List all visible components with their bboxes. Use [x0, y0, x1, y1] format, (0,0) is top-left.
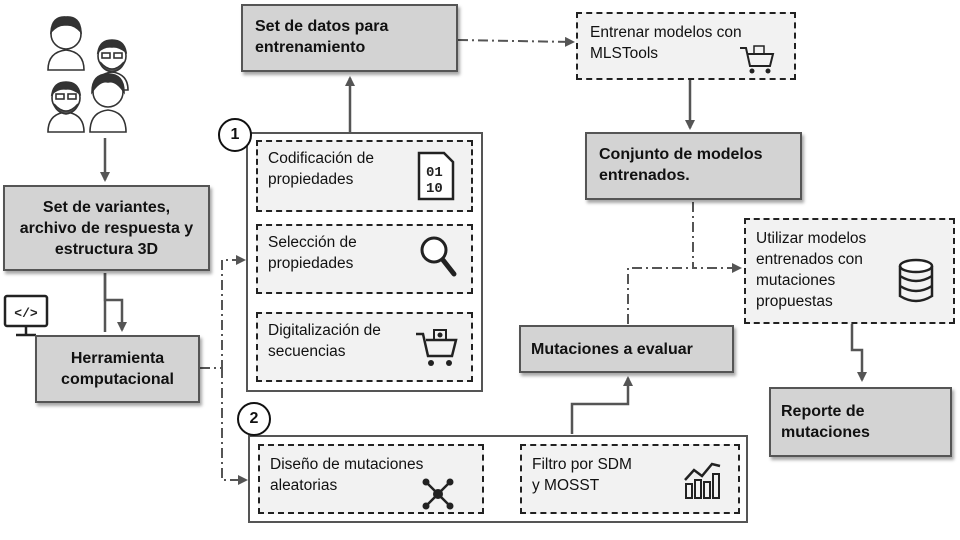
train-node: Entrenar modelos con MLSTools — [576, 12, 796, 80]
tool-label: Herramienta computacional — [61, 350, 174, 388]
code-monitor-icon: </> — [2, 293, 50, 339]
magnifier-icon — [420, 236, 457, 277]
tool-node: Herramienta computacional — [35, 335, 200, 403]
database-icon — [898, 258, 934, 303]
variants-label: Set de variantes, archivo de respuesta y… — [19, 198, 194, 258]
cart-icon — [740, 45, 775, 74]
dataset-label: Set de datos para entrenamiento — [255, 18, 389, 56]
trained-models-node: Conjunto de modelos entrenados. — [585, 132, 802, 200]
people-icon — [40, 8, 135, 138]
filter-node: Filtro por SDM y MOSST — [520, 444, 740, 514]
encoding-label: Codificación de propiedades — [268, 150, 374, 188]
binary-file-icon: 01 10 — [417, 151, 455, 201]
train-label: Entrenar modelos con MLSTools — [590, 24, 742, 62]
trained-models-label: Conjunto de modelos entrenados. — [599, 146, 763, 184]
selection-node: Selección de propiedades — [256, 224, 473, 294]
encoding-node: Codificación de propiedades 01 10 — [256, 140, 473, 212]
dataset-node: Set de datos para entrenamiento — [241, 4, 458, 72]
svg-text:01: 01 — [426, 165, 443, 181]
svg-text:10: 10 — [426, 181, 443, 197]
digitalization-label: Digitalización de secuencias — [268, 322, 381, 360]
filter-label: Filtro por SDM y MOSST — [532, 456, 632, 494]
use-models-node: Utilizar modelos entrenados con mutacion… — [744, 218, 955, 324]
report-node: Reporte de mutaciones — [769, 387, 952, 457]
bar-chart-icon — [684, 462, 721, 499]
variants-node: Set de variantes, archivo de respuesta y… — [3, 185, 210, 271]
report-label: Reporte de mutaciones — [781, 403, 870, 441]
use-models-label: Utilizar modelos entrenados con mutacion… — [756, 230, 867, 310]
cart-icon — [416, 329, 458, 366]
design-label: Diseño de mutaciones aleatorias — [270, 456, 424, 494]
network-icon — [422, 478, 454, 510]
svg-text:</>: </> — [14, 306, 38, 321]
step-number-1: 1 — [218, 118, 252, 152]
mutations-eval-label: Mutaciones a evaluar — [531, 341, 693, 358]
mutations-eval-node: Mutaciones a evaluar — [519, 325, 734, 373]
design-node: Diseño de mutaciones aleatorias — [258, 444, 484, 514]
selection-label: Selección de propiedades — [268, 234, 357, 272]
digitalization-node: Digitalización de secuencias — [256, 312, 473, 382]
step-number-2: 2 — [237, 402, 271, 436]
